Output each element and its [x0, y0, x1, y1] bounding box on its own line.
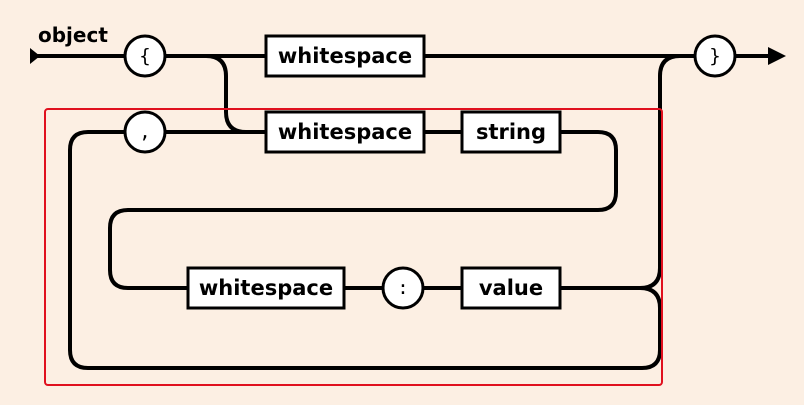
track-value-to-close — [558, 54, 696, 290]
end-arrow-icon — [768, 47, 786, 65]
terminal-close-brace: } — [693, 34, 737, 78]
terminal-colon-label: : — [397, 277, 408, 299]
node-whitespace-member: whitespace — [264, 110, 426, 154]
node-whitespace-value: whitespace — [186, 266, 346, 310]
track-string-wrap — [108, 130, 618, 290]
node-string-label: string — [476, 120, 546, 144]
node-string: string — [460, 110, 562, 154]
terminal-comma-label: , — [139, 121, 150, 143]
diagram-title: object — [38, 23, 108, 47]
start-marker-icon — [30, 48, 40, 64]
node-value-label: value — [479, 276, 543, 300]
track-branch-to-member — [204, 54, 268, 134]
terminal-close-brace-label: } — [709, 45, 720, 67]
node-value: value — [460, 266, 562, 310]
node-whitespace-member-label: whitespace — [278, 120, 412, 144]
terminal-open-brace: { — [123, 34, 167, 78]
terminal-open-brace-label: { — [139, 45, 150, 67]
diagram-tracks — [32, 54, 774, 370]
highlight-frame — [44, 108, 663, 386]
node-whitespace-top-label: whitespace — [278, 44, 412, 68]
node-whitespace-value-label: whitespace — [199, 276, 333, 300]
terminal-colon: : — [381, 266, 425, 310]
track-loop-to-comma — [68, 130, 662, 370]
node-whitespace-top: whitespace — [264, 34, 426, 78]
terminal-comma: , — [123, 110, 167, 154]
